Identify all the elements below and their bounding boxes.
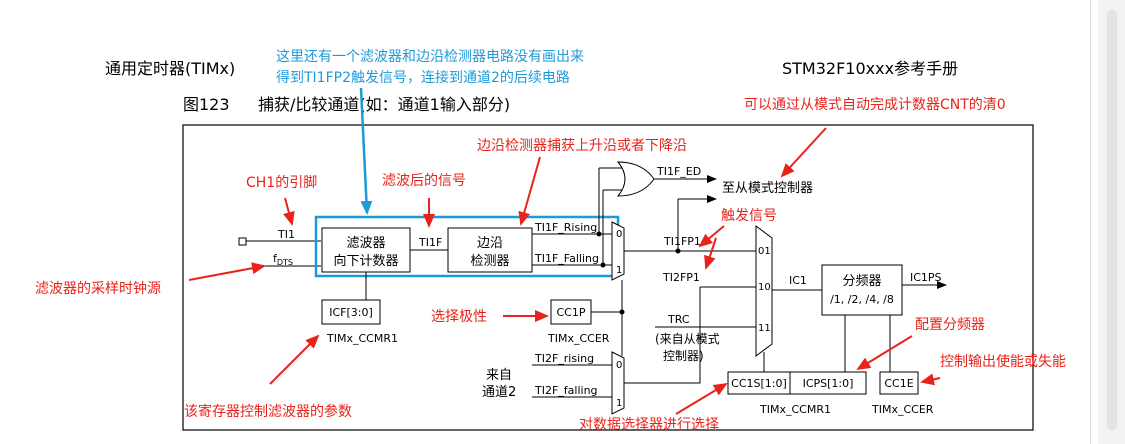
scrollbar-thumb[interactable]	[1107, 10, 1117, 430]
section-title: 通用定时器(TIMx)	[105, 59, 235, 78]
icps-label: ICPS[1:0]	[803, 377, 854, 390]
icf-label: ICF[3:0]	[329, 306, 373, 319]
annotation-trigger-signal: 触发信号	[721, 208, 777, 224]
input-selector-mux	[755, 225, 773, 357]
arrow-mux-select	[675, 382, 728, 415]
ti1f-ed-label: TI1F_ED	[656, 165, 701, 178]
ccmr1-b-label: TIMx_CCMR1	[759, 403, 831, 416]
fdts-label: fDTS	[273, 252, 293, 267]
arrow-trigger-signal-1	[698, 225, 725, 248]
arrow-output-enable	[920, 373, 941, 386]
ccer-a-label: TIMx_CCER	[547, 332, 610, 345]
ti2f-falling-label: TI2F_falling	[534, 384, 598, 397]
annotation-ch1-pin: CH1的引脚	[246, 175, 317, 191]
filter-label-1: 滤波器	[346, 236, 385, 251]
from-ch2-label-2: 通道2	[482, 385, 516, 400]
prescaler-block	[821, 264, 903, 316]
diagram-frame	[182, 124, 1034, 431]
manual-title: STM32F10xxx参考手册	[782, 59, 958, 78]
arrow-clear-cnt	[780, 127, 827, 178]
arrow-trigger-signal-2	[704, 237, 717, 270]
filter-label-2: 向下计数器	[333, 253, 398, 269]
ccmr1-a-label: TIMx_CCMR1	[326, 332, 398, 345]
figure-title: 捕获/比较通道(如：通道1输入部分)	[258, 95, 510, 114]
mux2-0: 0	[616, 360, 622, 371]
cc1p-register	[550, 299, 592, 325]
annotation-edge-capture: 边沿检测器捕获上升沿或者下降沿	[477, 138, 687, 154]
polarity-mux-ch1	[611, 221, 625, 281]
annotation-output-enable: 控制输出使能或失能	[940, 353, 1066, 370]
trc-note-1: (来自从模式	[655, 332, 720, 346]
cc1p-label: CC1P	[557, 306, 586, 319]
ti2fp1-label: TI2FP1	[662, 271, 700, 284]
vertical-scrollbar[interactable]	[1098, 0, 1125, 444]
cc1s-label: CC1S[1:0]	[731, 377, 787, 390]
blue-annotation-line1: 这里还有一个滤波器和边沿检测器电路没有画出来	[276, 48, 584, 65]
icf-register	[321, 299, 381, 325]
falling-label: TI1F_Falling	[534, 252, 599, 265]
mux2-1: 1	[616, 398, 622, 409]
trc-note-2: 控制器)	[663, 349, 704, 363]
from-ch2-label-1: 来自	[486, 368, 512, 383]
sel-11: 11	[758, 323, 771, 334]
annotation-sample-clock: 滤波器的采样时钟源	[35, 280, 161, 297]
annotation-clear-cnt: 可以通过从模式自动完成计数器CNT的清0	[744, 97, 1006, 113]
arrow-edge-capture	[518, 156, 541, 226]
icps-register	[789, 371, 867, 395]
mux1-1: 1	[616, 265, 622, 276]
rising-label: TI1F_Rising	[534, 221, 597, 234]
ti1fp1-label: TI1FP1	[663, 235, 701, 248]
prescaler-label-1: 分频器	[842, 274, 881, 289]
annotation-filtered-signal: 滤波后的信号	[382, 173, 466, 189]
arrow-filter-params	[269, 334, 320, 385]
ti1f-label: TI1F	[418, 236, 442, 249]
annotation-filter-params: 该寄存器控制滤波器的参数	[184, 403, 352, 420]
to-slave-label: 至从模式控制器	[722, 181, 813, 196]
ti2f-rising-label: TI2F_rising	[534, 352, 594, 365]
annotation-config-prescaler: 配置分频器	[915, 317, 985, 333]
ic1-label: IC1	[789, 274, 807, 287]
prescaler-label-2: /1, /2, /4, /8	[830, 293, 894, 306]
cc1e-register	[879, 371, 919, 395]
arrow-config-prescaler	[856, 335, 913, 371]
arrow-ch1-pin	[283, 197, 295, 226]
annotation-mux-select: 对数据选择器进行选择	[579, 417, 719, 433]
or-gate	[616, 161, 655, 197]
cc1e-label: CC1E	[884, 377, 913, 390]
sel-10: 10	[758, 282, 771, 293]
arrow-blue-note	[359, 87, 373, 215]
mux1-0: 0	[616, 229, 622, 240]
ccer-b-label: TIMx_CCER	[871, 403, 934, 416]
blue-annotation-line2: 得到TI1FP2触发信号，连接到通道2的后续电路	[276, 69, 570, 86]
annotation-select-polarity: 选择极性	[431, 309, 487, 325]
ti1-label: TI1	[277, 228, 295, 241]
edge-detector-block	[447, 227, 533, 273]
figure-number: 图123	[183, 95, 230, 114]
edge-label-1: 边沿	[477, 236, 503, 251]
trc-label: TRC	[667, 313, 690, 326]
sel-01: 01	[758, 246, 771, 257]
ic1ps-label: IC1PS	[910, 271, 942, 284]
ti1-pin	[238, 237, 247, 246]
arrow-sample-clock	[188, 262, 266, 281]
page-edge	[1090, 0, 1091, 444]
polarity-mux-ch2	[611, 351, 625, 415]
edge-label-2: 检测器	[470, 254, 509, 269]
